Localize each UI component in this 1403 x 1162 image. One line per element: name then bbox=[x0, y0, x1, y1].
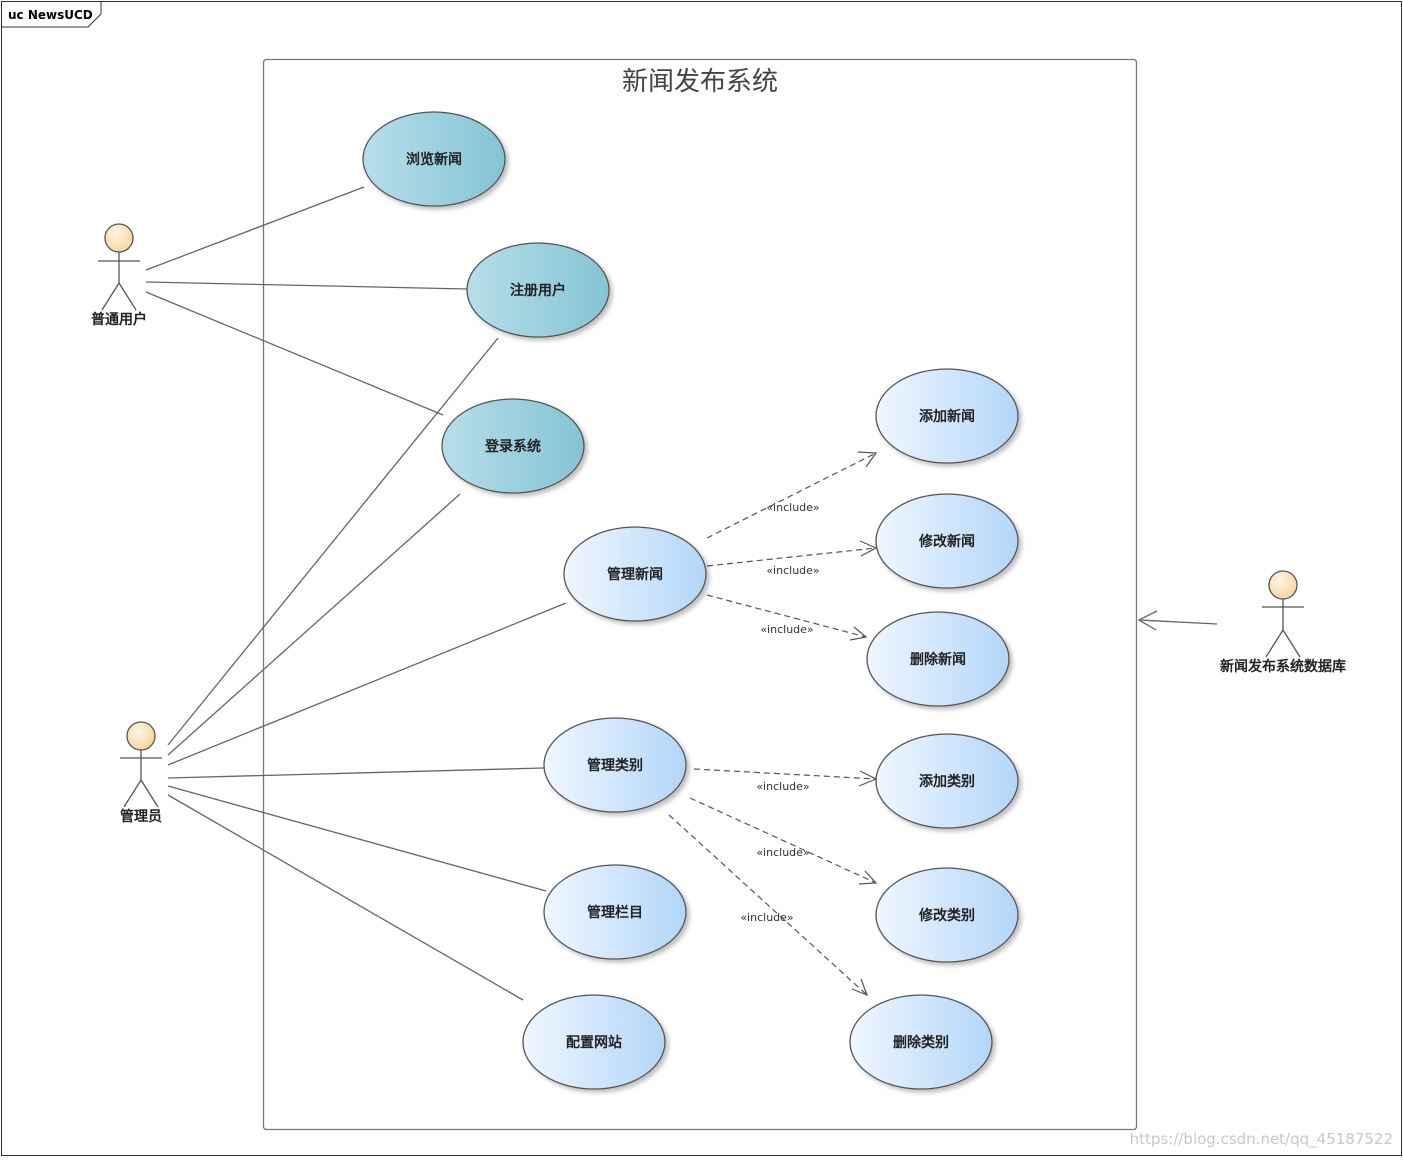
include-label: «include» bbox=[740, 911, 793, 924]
actor-normal-user[interactable] bbox=[98, 223, 140, 311]
include-category-delete bbox=[668, 814, 868, 996]
include-label: «include» bbox=[756, 846, 809, 859]
include-label: «include» bbox=[766, 564, 819, 577]
include-label: «include» bbox=[760, 623, 813, 636]
use-case-login-system[interactable] bbox=[441, 398, 585, 494]
use-case-config-site[interactable] bbox=[522, 994, 666, 1090]
use-case-delete-news[interactable] bbox=[866, 611, 1010, 707]
frame-label: uc NewsUCD bbox=[8, 8, 93, 22]
use-case-label: 添加新闻 bbox=[919, 408, 975, 425]
assoc-db-arrowhead bbox=[1137, 610, 1158, 631]
actor-database[interactable] bbox=[1262, 570, 1304, 658]
use-case-manage-news[interactable] bbox=[563, 526, 707, 622]
use-case-label: 注册用户 bbox=[510, 282, 566, 299]
use-case-label: 删除类别 bbox=[893, 1034, 949, 1051]
assoc-admin-column bbox=[167, 785, 547, 892]
assoc-user-register bbox=[145, 281, 468, 290]
arrowhead bbox=[859, 540, 878, 557]
use-case-label: 管理类别 bbox=[587, 757, 643, 774]
use-case-manage-column[interactable] bbox=[543, 864, 687, 960]
assoc-admin-news bbox=[167, 602, 567, 766]
use-case-delete-category[interactable] bbox=[849, 994, 993, 1090]
use-case-label: 修改类别 bbox=[918, 907, 975, 924]
arrowhead bbox=[849, 626, 868, 641]
include-news-delete bbox=[706, 594, 867, 638]
assoc-db-system bbox=[1138, 619, 1218, 625]
assoc-admin-register bbox=[167, 337, 499, 746]
arrowhead bbox=[858, 870, 878, 885]
use-case-label: 管理新闻 bbox=[607, 566, 663, 583]
actor-label-admin: 管理员 bbox=[120, 808, 162, 825]
use-case-edit-category[interactable] bbox=[875, 867, 1019, 963]
include-news-add bbox=[706, 452, 877, 539]
use-case-label: 删除新闻 bbox=[910, 651, 966, 668]
use-case-label: 登录系统 bbox=[484, 438, 541, 455]
use-case-manage-category[interactable] bbox=[543, 717, 687, 813]
assoc-user-browse bbox=[145, 186, 365, 271]
actor-admin[interactable] bbox=[120, 721, 162, 808]
frame-tab bbox=[1, 1, 102, 28]
use-case-register-user[interactable] bbox=[466, 242, 610, 338]
include-category-add bbox=[693, 768, 877, 780]
actor-head-icon bbox=[104, 223, 134, 253]
actor-head-icon bbox=[1268, 570, 1298, 600]
use-case-label: 添加类别 bbox=[919, 773, 975, 790]
use-case-label: 配置网站 bbox=[566, 1034, 622, 1051]
arrowhead bbox=[857, 451, 878, 468]
actor-head-icon bbox=[126, 721, 156, 751]
actor-label-normal-user: 普通用户 bbox=[91, 311, 147, 328]
use-case-browse-news[interactable] bbox=[362, 111, 506, 207]
watermark: https://blog.csdn.net/qq_45187522 bbox=[1130, 1130, 1393, 1149]
assoc-admin-category bbox=[167, 767, 545, 779]
actor-label-database: 新闻发布系统数据库 bbox=[1220, 658, 1346, 675]
use-case-label: 浏览新闻 bbox=[406, 151, 462, 168]
use-case-label: 修改新闻 bbox=[918, 533, 975, 550]
use-case-add-category[interactable] bbox=[875, 733, 1019, 829]
include-label: «include» bbox=[766, 501, 819, 514]
system-title: 新闻发布系统 bbox=[622, 67, 778, 97]
include-news-edit bbox=[706, 547, 877, 567]
system-boundary bbox=[262, 58, 1138, 1131]
include-category-edit bbox=[689, 797, 877, 884]
assoc-admin-login bbox=[167, 493, 461, 756]
include-label: «include» bbox=[756, 780, 809, 793]
assoc-admin-config bbox=[167, 794, 524, 1001]
assoc-user-login bbox=[145, 291, 444, 416]
arrowhead bbox=[851, 978, 869, 997]
use-case-add-news[interactable] bbox=[875, 368, 1019, 464]
associations bbox=[145, 186, 1218, 1001]
use-case-label: 管理栏目 bbox=[587, 904, 643, 921]
use-case-edit-news[interactable] bbox=[875, 493, 1019, 589]
include-dependencies bbox=[668, 452, 877, 996]
